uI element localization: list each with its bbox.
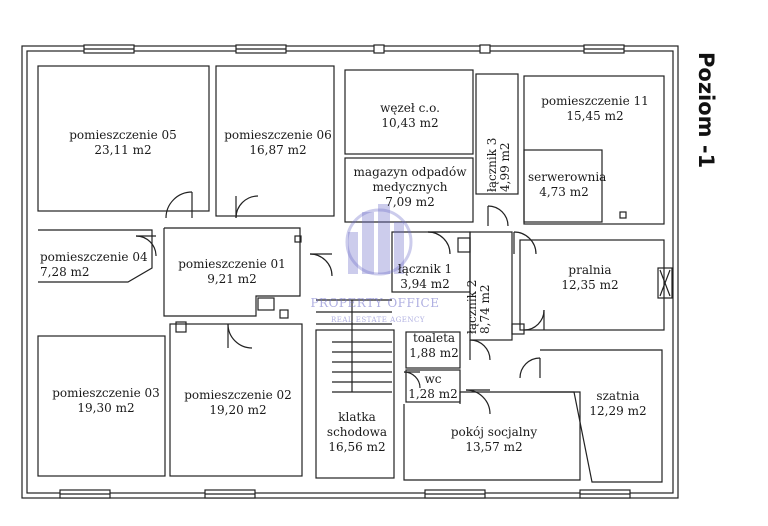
room-area: 15,45 m2: [566, 109, 624, 123]
room-label-serwer: serwerownia 4,73 m2: [528, 170, 607, 200]
room-name: toaleta: [412, 331, 456, 345]
room-name: wc: [424, 372, 442, 386]
room-label-wc: wc 1,28 m2: [406, 372, 460, 402]
room-label-p06: pomieszczenie 06 16,87 m2: [214, 128, 342, 158]
room-label-lacznik3: łącznik 3 4,99 m2: [485, 138, 512, 192]
room-area: 4,99 m2: [498, 142, 512, 192]
room-label-lacznik1: łącznik 1 3,94 m2: [396, 262, 454, 292]
room-area: 12,29 m2: [589, 404, 647, 418]
room-name: łącznik 1: [397, 262, 453, 276]
room-label-wezel: węzeł c.o. 10,43 m2: [362, 101, 458, 131]
room-name: serwerownia: [528, 170, 607, 184]
room-name: pomieszczenie 04: [40, 250, 148, 264]
room-area: 13,57 m2: [465, 440, 523, 454]
room-label-magazyn: magazyn odpadów medycznych 7,09 m2: [352, 165, 468, 210]
room-name: pomieszczenie 11: [541, 94, 649, 108]
room-area: 1,28 m2: [408, 387, 458, 401]
room-name: magazyn odpadów: [353, 165, 467, 179]
room-area: 19,30 m2: [77, 401, 135, 415]
room-label-lacznik2: łącznik 2 8,74 m2: [465, 280, 492, 334]
room-name: pomieszczenie 05: [69, 128, 177, 142]
room-area: 16,56 m2: [328, 440, 386, 454]
room-area: 23,11 m2: [94, 143, 152, 157]
room-area: 7,09 m2: [385, 195, 435, 209]
room-label-p04: pomieszczenie 04 7,28 m2: [40, 250, 148, 280]
room-label-pralnia: pralnia 12,35 m2: [540, 263, 640, 293]
room-label-p01: pomieszczenie 01 9,21 m2: [172, 257, 292, 287]
room-name: szatnia: [596, 389, 640, 403]
room-area: 12,35 m2: [561, 278, 619, 292]
room-label-pokoj: pokój socjalny 13,57 m2: [438, 425, 550, 455]
room-label-toaleta: toaleta 1,88 m2: [406, 331, 462, 361]
room-name: klatka: [338, 410, 376, 424]
room-label-p02: pomieszczenie 02 19,20 m2: [176, 388, 300, 418]
room-label-szatnia: szatnia 12,29 m2: [576, 389, 660, 419]
room-area: 10,43 m2: [381, 116, 439, 130]
room-label-p03: pomieszczenie 03 19,30 m2: [44, 386, 168, 416]
room-area: 1,88 m2: [409, 346, 459, 360]
room-name-line2: medycznych: [372, 180, 448, 194]
room-area: 8,74 m2: [478, 284, 492, 334]
room-label-p11: pomieszczenie 11 15,45 m2: [530, 94, 660, 124]
room-name: pokój socjalny: [450, 425, 538, 439]
room-name: pomieszczenie 03: [52, 386, 160, 400]
room-name: pomieszczenie 01: [178, 257, 286, 271]
room-area: 19,20 m2: [209, 403, 267, 417]
room-area: 4,73 m2: [539, 185, 589, 199]
room-name: pomieszczenie 06: [224, 128, 332, 142]
room-area: 3,94 m2: [400, 277, 450, 291]
room-name-line2: schodowa: [326, 425, 388, 439]
room-name: pralnia: [568, 263, 612, 277]
watermark-logo-icon: [345, 204, 413, 276]
watermark-subtitle: REAL ESTATE AGENCY: [330, 316, 426, 324]
room-name: węzeł c.o.: [380, 101, 440, 115]
room-area: 16,87 m2: [249, 143, 307, 157]
room-label-klatka: klatka schodowa 16,56 m2: [318, 410, 396, 455]
room-area: 9,21 m2: [207, 272, 257, 286]
watermark-title: PROPERTY OFFICE: [310, 296, 440, 310]
room-name: pomieszczenie 02: [184, 388, 292, 402]
room-label-p05: pomieszczenie 05 23,11 m2: [58, 128, 188, 158]
level-label: Poziom -1: [694, 52, 718, 169]
room-area: 7,28 m2: [40, 265, 90, 279]
